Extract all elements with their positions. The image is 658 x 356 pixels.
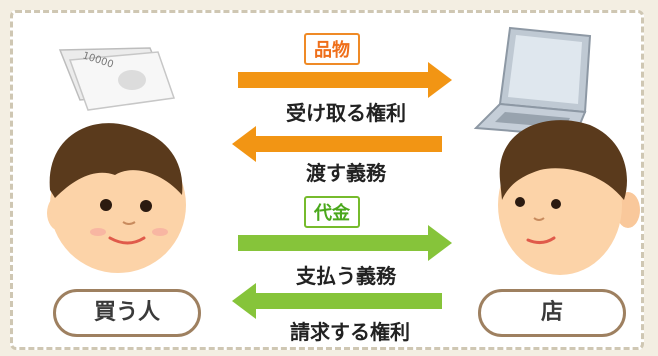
duty-to-deliver-label: 渡す義務: [306, 161, 386, 185]
duty-to-pay-label: 支払う義務: [296, 264, 396, 288]
laptop-icon: [473, 26, 592, 138]
goods-arrow-left: [232, 126, 442, 162]
goods-arrow-right: [238, 62, 452, 98]
right-to-claim-label: 請求する権利: [290, 320, 410, 344]
payment-arrow-left: [232, 283, 442, 319]
banknotes-icon: 10000: [58, 47, 176, 111]
payment-arrow-right: [238, 225, 452, 261]
shop-label: 店: [478, 289, 626, 337]
buyer-label: 買う人: [53, 289, 201, 337]
buyer-avatar: [47, 123, 186, 273]
goods-tag: 品物: [304, 33, 360, 65]
shop-avatar: [498, 120, 640, 275]
payment-tag: 代金: [304, 196, 360, 228]
right-to-receive-label: 受け取る権利: [286, 101, 406, 125]
